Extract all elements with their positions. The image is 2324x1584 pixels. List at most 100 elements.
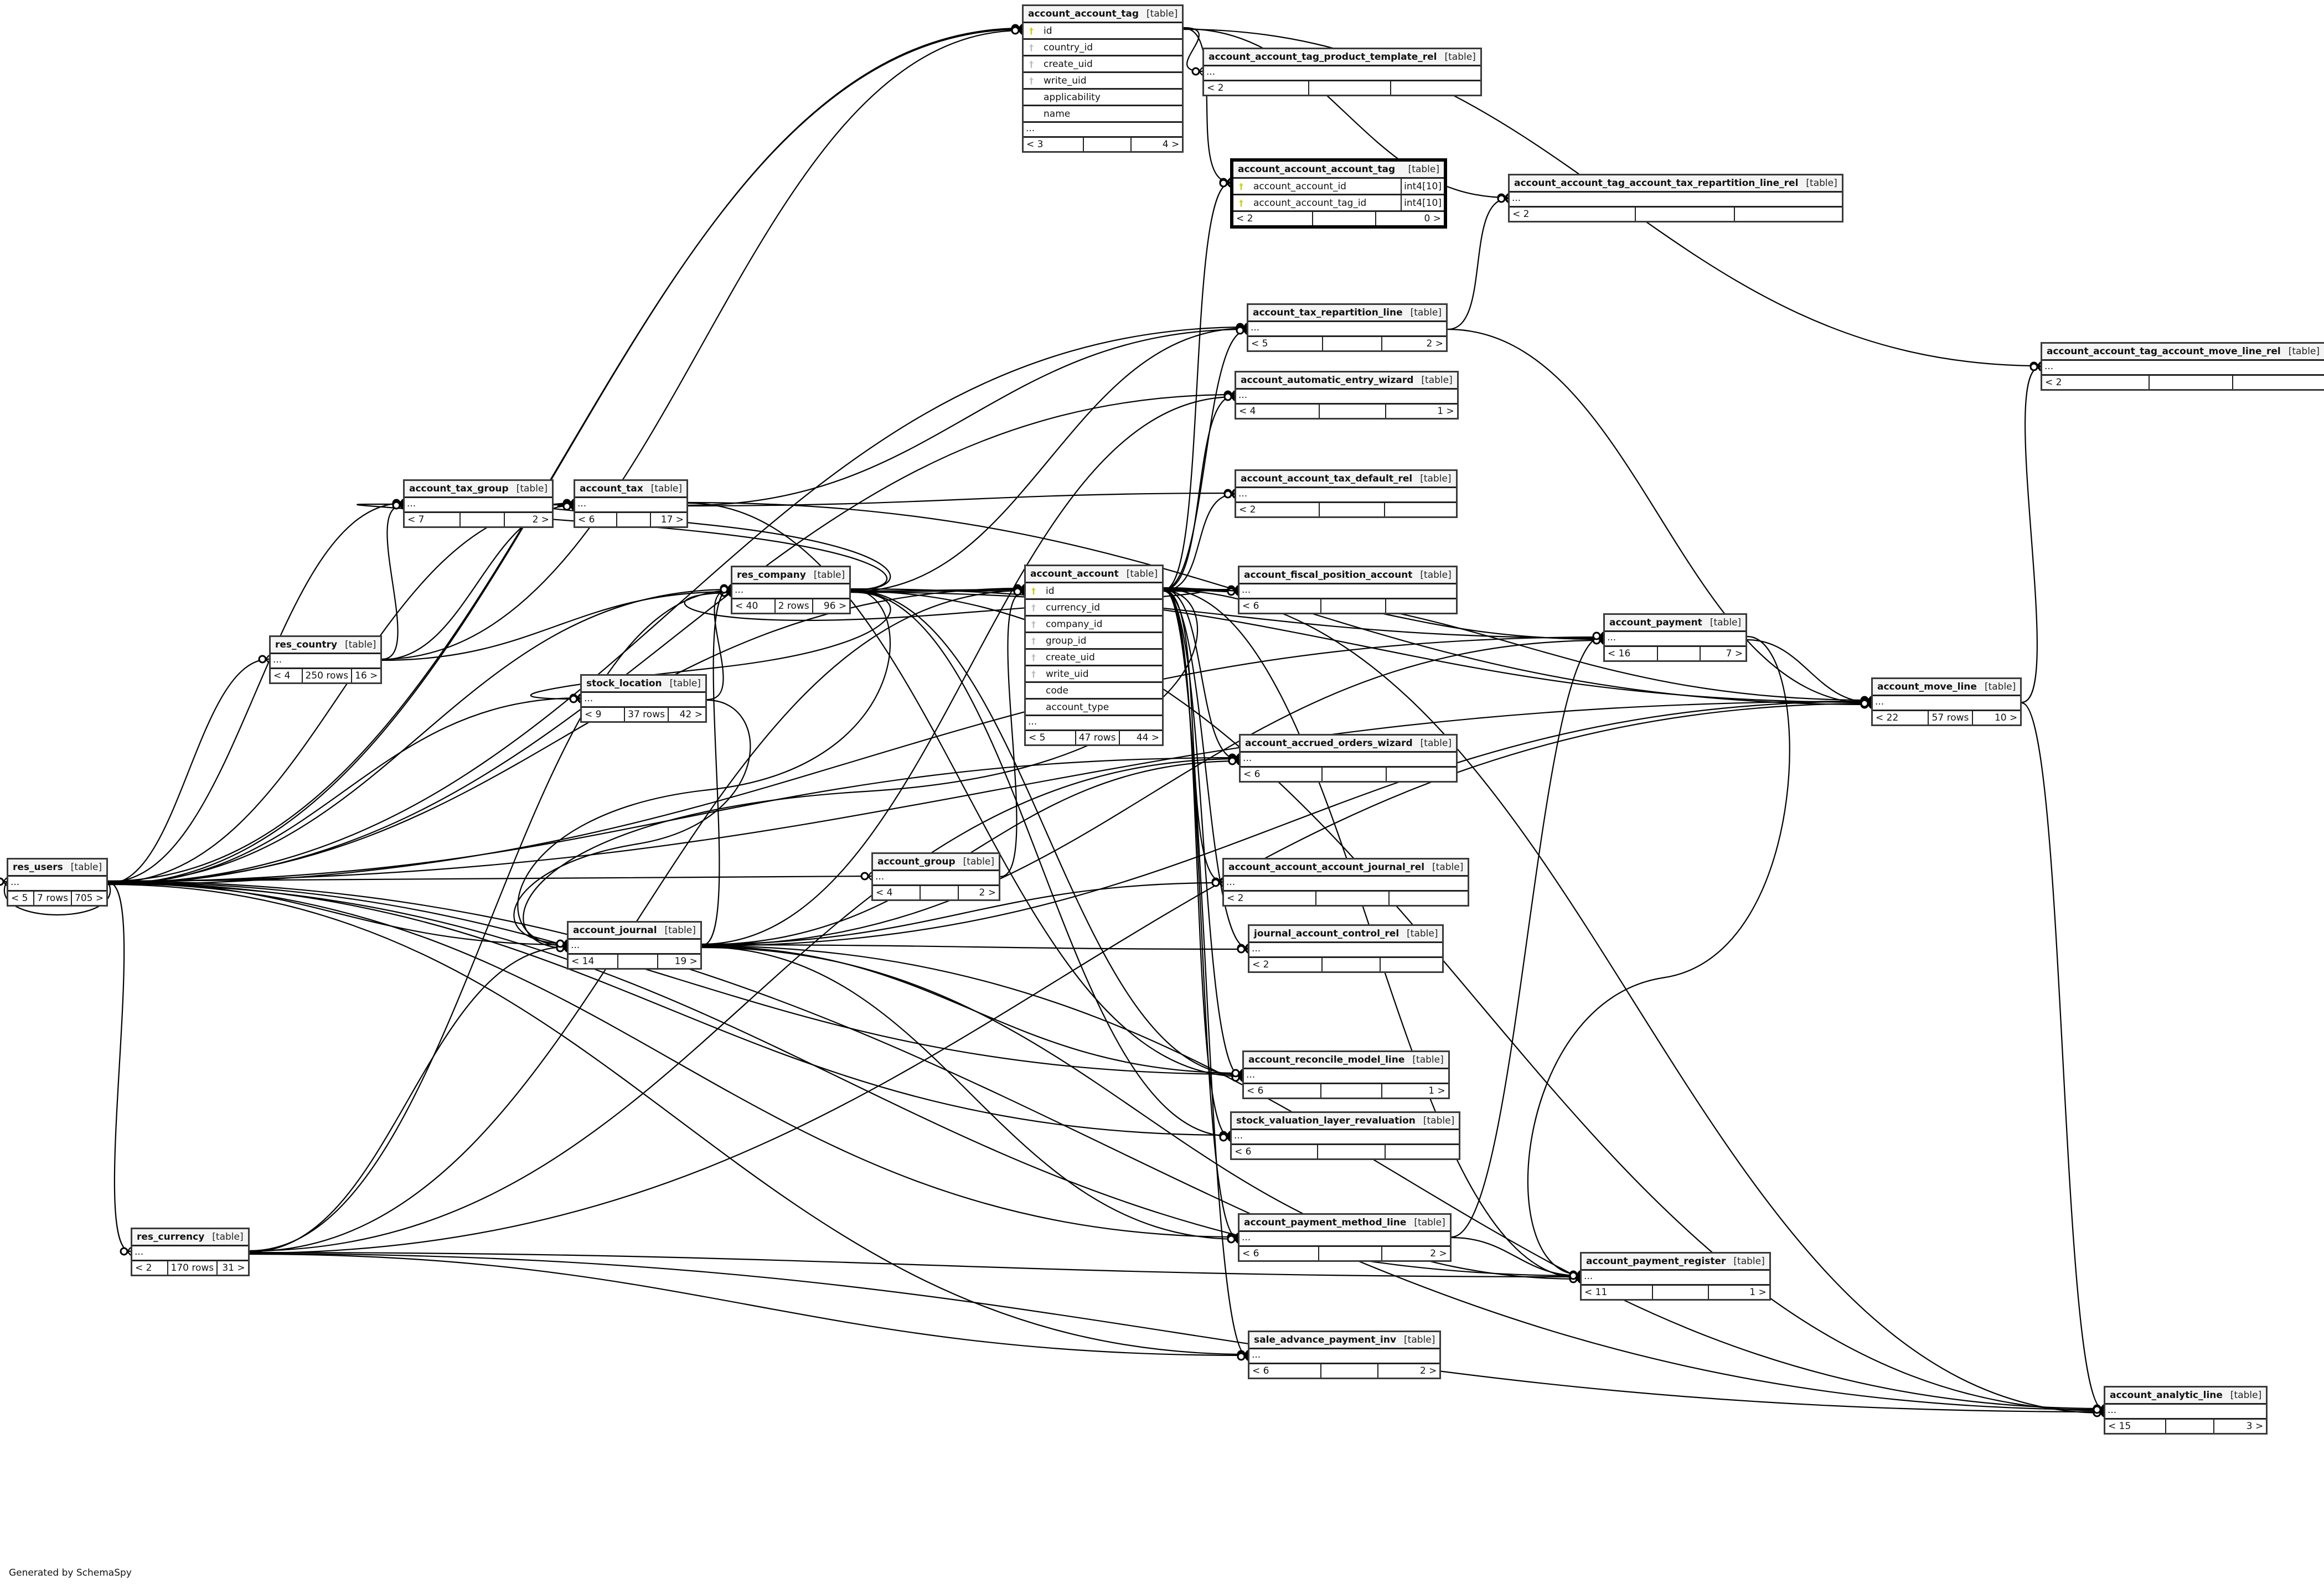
table-header[interactable]: account_payment_register [table] [1582,1254,1769,1271]
table-account-account-account-journal-rel[interactable]: account_account_account_journal_rel [tab… [1222,858,1470,907]
table-name[interactable]: account_account_tag_account_tax_repartit… [1514,178,1799,189]
table-account-move-line[interactable]: account_move_line [table] ... < 22 57 ro… [1871,677,2022,726]
table-header[interactable]: account_account [table] [1026,566,1163,583]
children-count[interactable]: 42 > [679,709,703,720]
table-account-payment-register[interactable]: account_payment_register [table] ... < 1… [1580,1252,1771,1301]
parents-count[interactable]: < 9 [582,708,626,721]
table-name[interactable]: account_payment_method_line [1244,1217,1407,1228]
table-name[interactable]: account_account_tag [1028,8,1139,19]
table-name[interactable]: account_analytic_line [2110,1390,2223,1401]
table-account-analytic-line[interactable]: account_analytic_line [table] ... < 15 3… [2104,1386,2268,1435]
table-header[interactable]: sale_advance_payment_inv [table] [1249,1332,1440,1349]
children-count[interactable]: 16 > [355,670,378,681]
table-account-payment[interactable]: account_payment [table] ... < 16 7 > [1603,613,1748,662]
table-header[interactable]: account_move_line [table] [1873,679,2021,696]
table-header[interactable]: account_reconcile_model_line [table] [1244,1052,1448,1069]
parents-count[interactable]: < 2 [1233,212,1314,225]
table-header[interactable]: res_users [table] [8,860,107,877]
parents-count[interactable]: < 6 [1232,1145,1318,1158]
table-header[interactable]: account_account_account_tag [table] [1233,162,1444,179]
table-name[interactable]: account_group [877,856,956,867]
column-row[interactable]: †id [1024,23,1182,40]
table-name[interactable]: account_tax_repartition_line [1253,307,1403,318]
parents-count[interactable]: < 2 [1204,81,1309,95]
children-count[interactable]: 96 > [823,601,847,612]
children-count[interactable]: 3 > [2246,1421,2264,1432]
column-row[interactable]: †create_uid [1024,56,1182,73]
table-account-group[interactable]: account_group [table] ... < 4 2 > [871,852,1000,901]
column-row[interactable]: †company_id [1026,617,1163,633]
table-stock-valuation-layer-revaluation[interactable]: stock_valuation_layer_revaluation [table… [1230,1111,1461,1160]
column-row[interactable]: †create_uid [1026,650,1163,666]
table-name[interactable]: account_accrued_orders_wizard [1245,738,1413,749]
table-header[interactable]: account_tax_group [table] [405,481,552,498]
parents-count[interactable]: < 7 [405,513,461,526]
column-row[interactable]: †currency_id [1026,600,1163,617]
table-account-account-tag[interactable]: account_account_tag [table] †id†country_… [1022,4,1184,153]
table-name[interactable]: account_account_tax_default_rel [1241,473,1413,484]
parents-count[interactable]: < 2 [1510,208,1636,221]
parents-count[interactable]: < 6 [1244,1084,1321,1098]
table-account-automatic-entry-wizard[interactable]: account_automatic_entry_wizard [table] .… [1235,371,1459,420]
table-header[interactable]: account_tax_repartition_line [table] [1248,305,1446,322]
table-name[interactable]: res_country [275,639,338,650]
table-name[interactable]: account_fiscal_position_account [1244,570,1413,581]
table-header[interactable]: account_payment_method_line [table] [1240,1215,1450,1232]
parents-count[interactable]: < 5 [8,892,35,905]
table-header[interactable]: account_account_tag [table] [1024,6,1182,23]
column-row[interactable]: †country_id [1024,40,1182,56]
table-name[interactable]: account_payment_register [1586,1256,1726,1267]
table-res-currency[interactable]: res_currency [table] ... < 2 170 rows 31… [131,1228,250,1276]
parents-count[interactable]: < 4 [1236,405,1320,418]
table-header[interactable]: account_account_tag_account_tax_repartit… [1510,175,1842,193]
table-header[interactable]: account_journal [table] [569,923,700,940]
table-res-country[interactable]: res_country [table] ... < 4 250 rows 16 … [269,635,383,684]
table-name[interactable]: res_company [737,570,806,581]
table-stock-location[interactable]: stock_location [table] ... < 9 37 rows 4… [580,674,707,723]
table-name[interactable]: res_currency [137,1231,205,1243]
parents-count[interactable]: < 16 [1605,647,1659,660]
table-account-fiscal-position-account[interactable]: account_fiscal_position_account [table] … [1238,566,1458,614]
table-account-reconcile-model-line[interactable]: account_reconcile_model_line [table] ...… [1242,1050,1450,1099]
children-count[interactable]: 1 > [1749,1287,1767,1298]
table-account-account-tag-account-move-line-rel[interactable]: account_account_tag_account_move_line_re… [2041,342,2324,391]
table-header[interactable]: account_analytic_line [table] [2105,1388,2266,1405]
children-count[interactable]: 2 > [1419,1365,1437,1376]
children-count[interactable] [2233,376,2324,389]
column-row[interactable]: account_type [1026,700,1163,716]
column-row[interactable]: †write_uid [1026,666,1163,683]
parents-count[interactable]: < 11 [1582,1286,1653,1299]
table-name[interactable]: journal_account_control_rel [1254,928,1399,939]
table-account-tax-repartition-line[interactable]: account_tax_repartition_line [table] ...… [1247,303,1448,352]
children-count[interactable] [1385,503,1455,516]
column-row[interactable]: code [1026,683,1163,700]
table-name[interactable]: stock_valuation_layer_revaluation [1236,1115,1416,1126]
table-name[interactable]: res_users [13,862,63,873]
table-name[interactable]: account_move_line [1877,681,1977,692]
table-header[interactable]: res_company [table] [732,567,850,584]
table-sale-advance-payment-inv[interactable]: sale_advance_payment_inv [table] ... < 6… [1248,1331,1442,1379]
children-count[interactable]: 31 > [222,1262,245,1274]
table-header[interactable]: account_accrued_orders_wizard [table] [1241,736,1456,753]
table-name[interactable]: account_journal [573,925,657,936]
parents-count[interactable]: < 14 [569,955,618,968]
parents-count[interactable]: < 6 [1240,599,1322,613]
parents-count[interactable]: < 5 [1248,337,1324,350]
children-count[interactable]: 2 > [1426,338,1443,349]
table-header[interactable]: account_account_account_journal_rel [tab… [1224,860,1468,877]
children-count[interactable] [1386,1145,1459,1158]
table-account-accrued-orders-wizard[interactable]: account_accrued_orders_wizard [table] ..… [1239,734,1458,783]
children-count[interactable] [1390,892,1468,905]
table-res-company[interactable]: res_company [table] ... < 40 2 rows 96 > [731,566,851,614]
children-count[interactable]: 44 > [1136,732,1160,743]
parents-count[interactable]: < 4 [271,669,303,682]
table-name[interactable]: account_payment [1609,617,1702,628]
parents-count[interactable]: < 3 [1024,138,1084,151]
table-res-users[interactable]: res_users [table] ... < 5 7 rows 705 > [7,858,109,907]
parents-count[interactable]: < 40 [732,599,776,613]
children-count[interactable]: 705 > [75,893,104,904]
children-count[interactable]: 0 > [1424,213,1441,224]
table-header[interactable]: res_currency [table] [132,1229,248,1246]
parents-count[interactable]: < 22 [1873,711,1929,724]
